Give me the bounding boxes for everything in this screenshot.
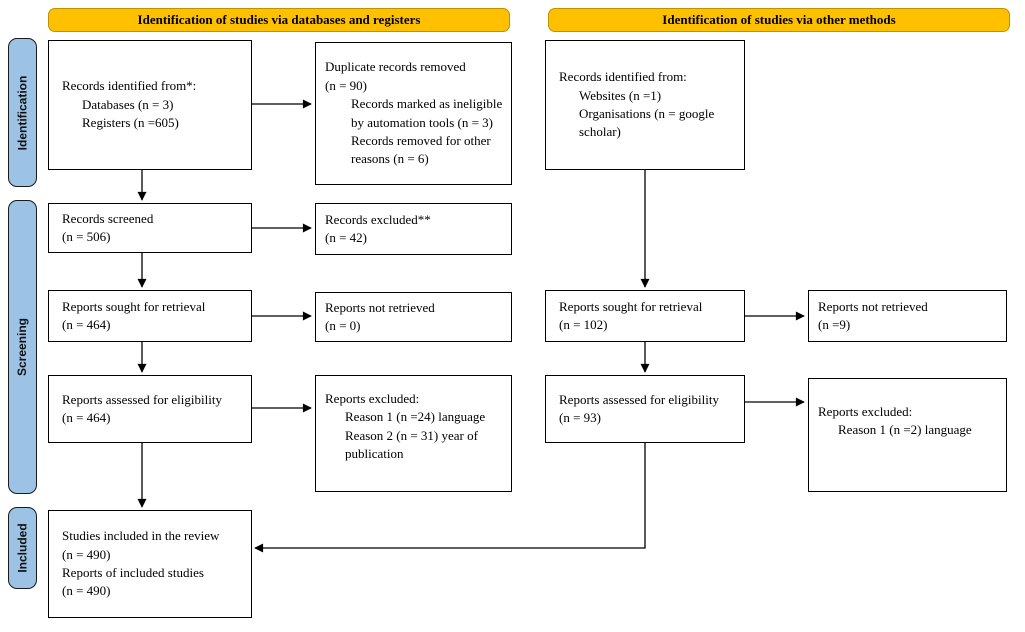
text-line: Reports of included studies	[62, 565, 204, 580]
stage-screening: Screening	[8, 200, 37, 494]
banner-databases-registers: Identification of studies via databases …	[48, 8, 510, 32]
box-reports-not-retrieved-db: Reports not retrieved (n = 0)	[315, 292, 512, 342]
box-duplicate-records-removed: Duplicate records removed (n = 90) Recor…	[315, 42, 512, 185]
text-line: Reports sought for retrieval	[559, 298, 703, 314]
box-reports-excluded-other: Reports excluded: Reason 1 (n =2) langua…	[808, 378, 1007, 492]
text-line: Reason 2 (n = 31) year of publication	[345, 427, 478, 462]
text-line: (n = 490)	[62, 546, 111, 562]
text-line: Reports sought for retrieval	[62, 298, 206, 314]
box-reports-sought-retrieval-other: Reports sought for retrieval (n = 102)	[545, 290, 745, 342]
stage-identification-label: Identification	[15, 75, 30, 150]
stage-screening-label: Screening	[15, 317, 30, 377]
box-records-identified-databases: Records identified from*: Databases (n =…	[48, 40, 252, 170]
text-line: (n = 490)	[62, 583, 111, 599]
box-records-excluded: Records excluded** (n = 42)	[315, 203, 512, 255]
text-line: (n = 506)	[62, 229, 111, 244]
stage-included: Included	[8, 507, 37, 589]
text-line: (n = 42)	[325, 230, 367, 245]
box-reports-excluded-db: Reports excluded: Reason 1 (n =24) langu…	[315, 375, 512, 492]
text-line: Records marked as ineligible by automati…	[351, 96, 503, 130]
text-line: Websites (n =1)	[579, 87, 662, 103]
text-line: Records removed for other reasons (n = 6…	[351, 132, 491, 167]
text-line: (n = 464)	[62, 317, 111, 332]
text-line: (n =9)	[818, 317, 851, 332]
arrow-other-assessed-to-included	[254, 443, 646, 553]
text-line: Records identified from*:	[62, 78, 197, 94]
stage-identification: Identification	[8, 38, 37, 187]
text-line: Reports excluded:	[818, 404, 913, 419]
box-records-identified-other: Records identified from: Websites (n =1)…	[545, 40, 745, 170]
text-line: Records screened	[62, 210, 154, 226]
text-line: (n = 93)	[559, 410, 601, 425]
box-studies-included: Studies included in the review (n = 490)…	[48, 510, 252, 618]
stage-included-label: Included	[15, 523, 30, 573]
box-reports-assessed-eligibility-db: Reports assessed for eligibility (n = 46…	[48, 375, 252, 443]
text-line: Reports assessed for eligibility	[559, 391, 719, 407]
box-reports-sought-retrieval-db: Reports sought for retrieval (n = 464)	[48, 290, 252, 342]
text-line: Reports not retrieved	[818, 298, 928, 314]
text-line: Reports assessed for eligibility	[62, 391, 222, 407]
text-line: Records excluded**	[325, 211, 431, 227]
text-line: Duplicate records removed	[325, 59, 466, 75]
text-line: Registers (n =605)	[82, 115, 179, 131]
text-line: Studies included in the review	[62, 528, 220, 544]
text-line: (n = 464)	[62, 410, 111, 425]
text-line: (n = 90)	[325, 77, 367, 93]
text-line: Reports excluded:	[325, 391, 420, 406]
text-line: Databases (n = 3)	[82, 96, 174, 112]
box-reports-assessed-eligibility-other: Reports assessed for eligibility (n = 93…	[545, 375, 745, 443]
text-line: Reason 1 (n =2) language	[838, 422, 972, 438]
text-line: Organisations (n = google scholar)	[579, 106, 715, 140]
text-line: Records identified from:	[559, 69, 687, 85]
text-line: Reports not retrieved	[325, 299, 435, 315]
box-records-screened: Records screened (n = 506)	[48, 203, 252, 253]
text-line: Reason 1 (n =24) language	[345, 409, 486, 425]
banner-other-methods: Identification of studies via other meth…	[548, 8, 1010, 32]
text-line: (n = 0)	[325, 318, 361, 333]
text-line: (n = 102)	[559, 317, 608, 332]
box-reports-not-retrieved-other: Reports not retrieved (n =9)	[808, 290, 1007, 342]
